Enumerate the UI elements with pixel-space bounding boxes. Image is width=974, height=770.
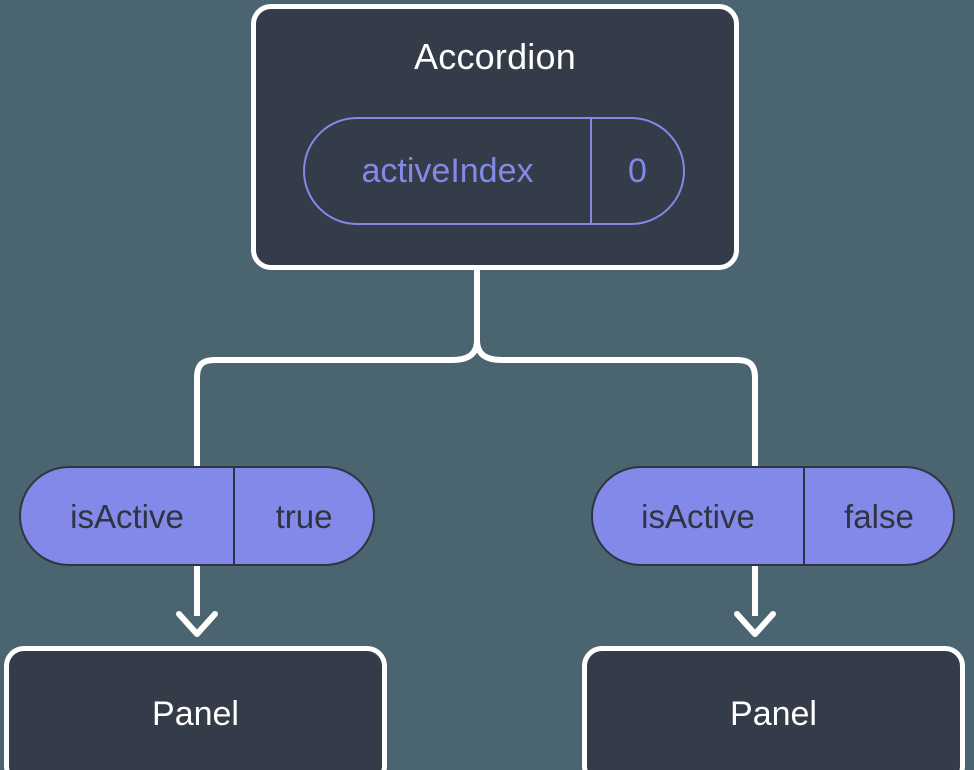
- badge-active-index[interactable]: activeIndex 0: [303, 117, 685, 225]
- node-panel-left-title: Panel: [152, 695, 239, 733]
- arrowhead-left-icon: [176, 611, 218, 637]
- pill-is-active-false-key: isActive: [593, 468, 805, 564]
- node-panel-right-title: Panel: [730, 695, 817, 733]
- node-panel-right[interactable]: Panel: [582, 646, 965, 770]
- connector-fork-right: [474, 339, 758, 466]
- badge-active-index-value: 0: [628, 152, 647, 190]
- badge-active-index-key: activeIndex: [305, 119, 592, 223]
- pill-is-active-false-value: false: [844, 497, 914, 535]
- node-accordion[interactable]: Accordion: [251, 4, 739, 270]
- pill-is-active-true-value: true: [275, 497, 333, 535]
- arrowhead-right-icon: [734, 611, 776, 637]
- pill-is-active-true[interactable]: isActive true: [19, 466, 375, 566]
- pill-is-active-true-key: isActive: [21, 468, 235, 564]
- node-accordion-title: Accordion: [414, 36, 576, 77]
- pill-is-active-false[interactable]: isActive false: [591, 466, 955, 566]
- connector-fork-left: [194, 339, 480, 466]
- node-panel-left[interactable]: Panel: [4, 646, 387, 770]
